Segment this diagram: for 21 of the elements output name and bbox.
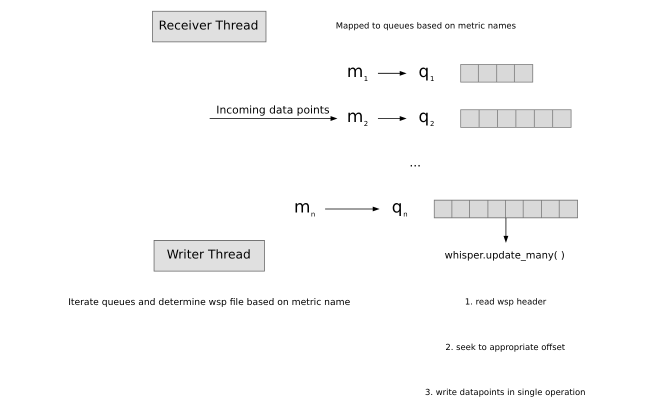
arrow — [324, 206, 380, 212]
node-text: q$_{2}$ — [418, 106, 434, 128]
arrow — [378, 70, 407, 76]
edge-label: Incoming data points — [216, 103, 330, 116]
arrow — [378, 116, 407, 121]
arrow — [504, 217, 508, 243]
node-text: m$_{2}$ — [346, 106, 368, 128]
node-text: q$_{n}$ — [392, 196, 408, 219]
arrow — [209, 116, 338, 121]
node-text: m$_{1}$ — [346, 60, 368, 83]
node-text: whisper.update_many( ) — [444, 250, 565, 262]
label: 3. write datapoints in single operation — [425, 387, 586, 398]
node-box: Receiver Thread — [152, 10, 266, 42]
node-label: Iterate queues and determine wsp file based on metric name — [68, 296, 350, 308]
node-text: q$_{1}$ — [418, 60, 434, 83]
label: 1. read wsp header — [464, 296, 546, 307]
node-text: m$_{n}$ — [294, 196, 316, 219]
label: ... — [409, 156, 422, 170]
label: 2. seek to appropriate offset — [445, 342, 566, 352]
label: Mapped to queues based on metric names — [336, 20, 516, 31]
node-box: Writer Thread — [154, 240, 265, 272]
